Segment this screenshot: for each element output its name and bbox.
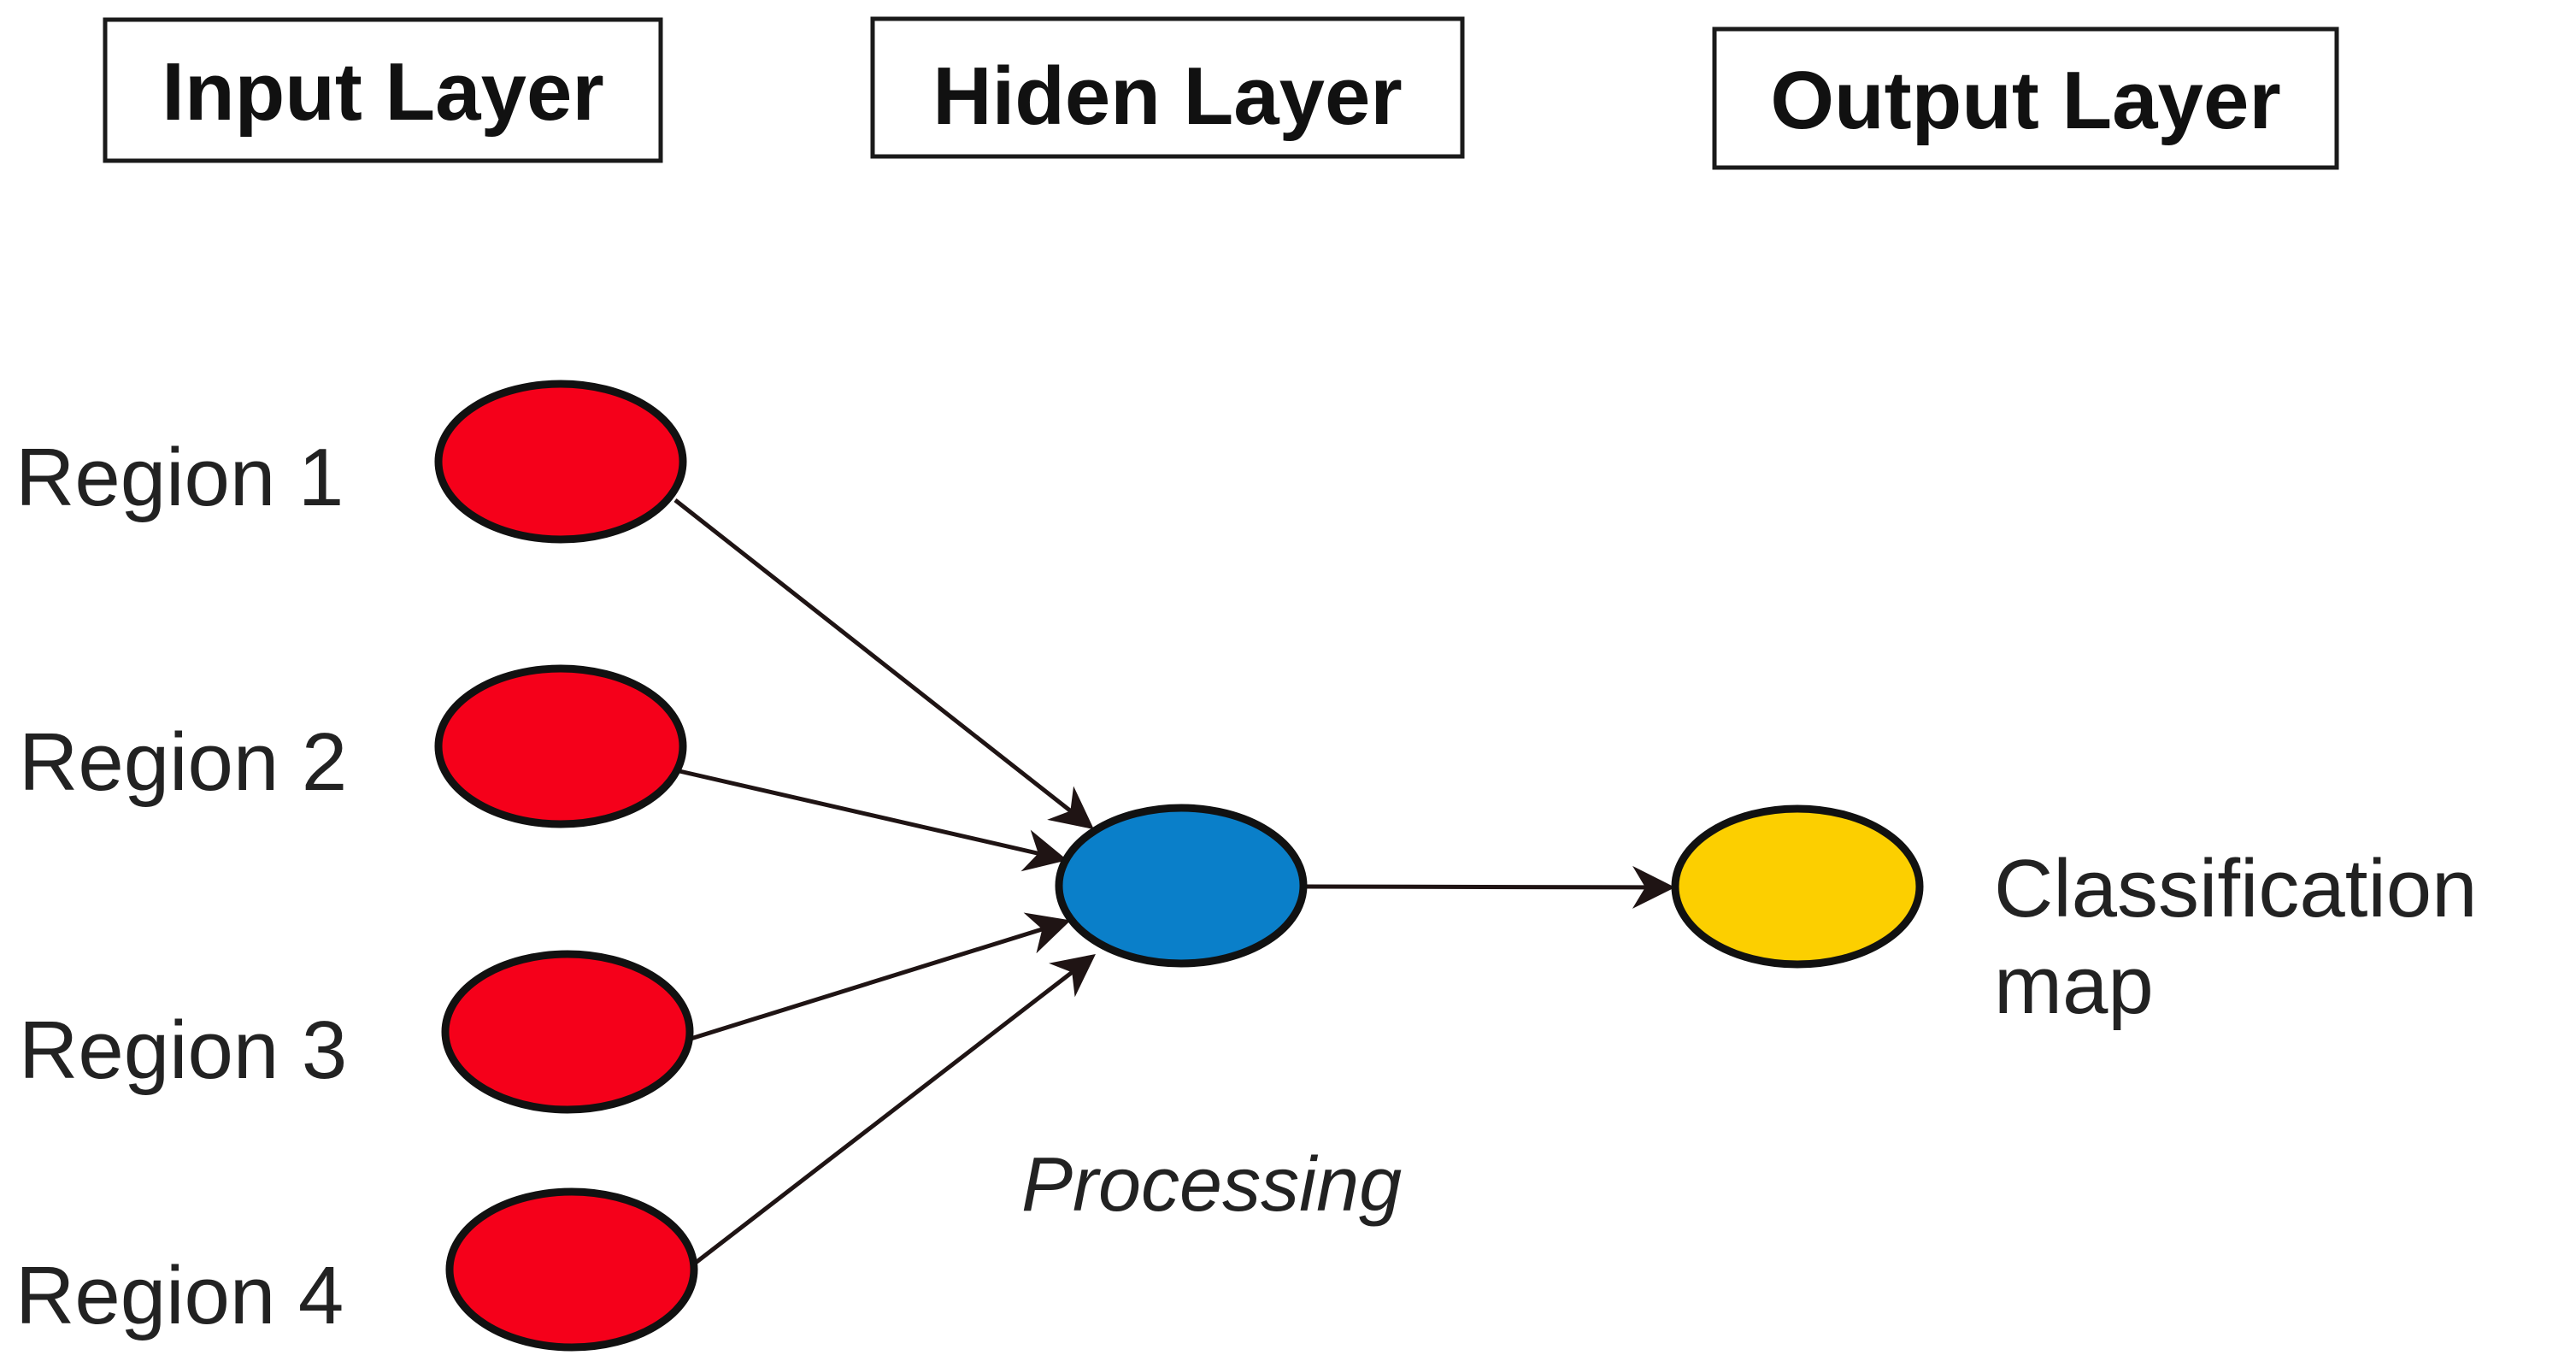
edge-region-2-to-processing xyxy=(679,769,1067,872)
header-hidden-layer-label: Hiden Layer xyxy=(932,50,1403,142)
input-node-region-2 xyxy=(434,664,687,828)
edge-region-3-to-processing xyxy=(687,912,1071,1042)
input-node-region-1 xyxy=(434,380,687,544)
header-output-layer-label: Output Layer xyxy=(1770,55,2280,146)
input-label-region-3: Region 3 xyxy=(19,1005,347,1096)
input-node-region-4 xyxy=(445,1187,698,1352)
header-hidden-layer: Hiden Layer xyxy=(870,16,1465,159)
header-input-layer-label: Input Layer xyxy=(162,46,603,138)
processing-label: Processing xyxy=(1021,1142,1402,1228)
input-label-region-1: Region 1 xyxy=(15,432,344,523)
input-label-region-2: Region 2 xyxy=(19,716,347,808)
input-label-region-4: Region 4 xyxy=(15,1250,344,1341)
output-node-classification xyxy=(1671,804,1924,969)
edge-region-4-to-processing xyxy=(691,953,1096,1267)
hidden-node-processing xyxy=(1055,804,1308,968)
header-input-layer: Input Layer xyxy=(103,17,663,163)
output-label-line-2: map xyxy=(1994,940,2154,1031)
input-node-region-3 xyxy=(441,950,694,1114)
edge-region-1-to-processing xyxy=(673,498,1094,830)
header-output-layer: Output Layer xyxy=(1712,27,2339,170)
output-label-line-1: Classification xyxy=(1994,843,2478,934)
